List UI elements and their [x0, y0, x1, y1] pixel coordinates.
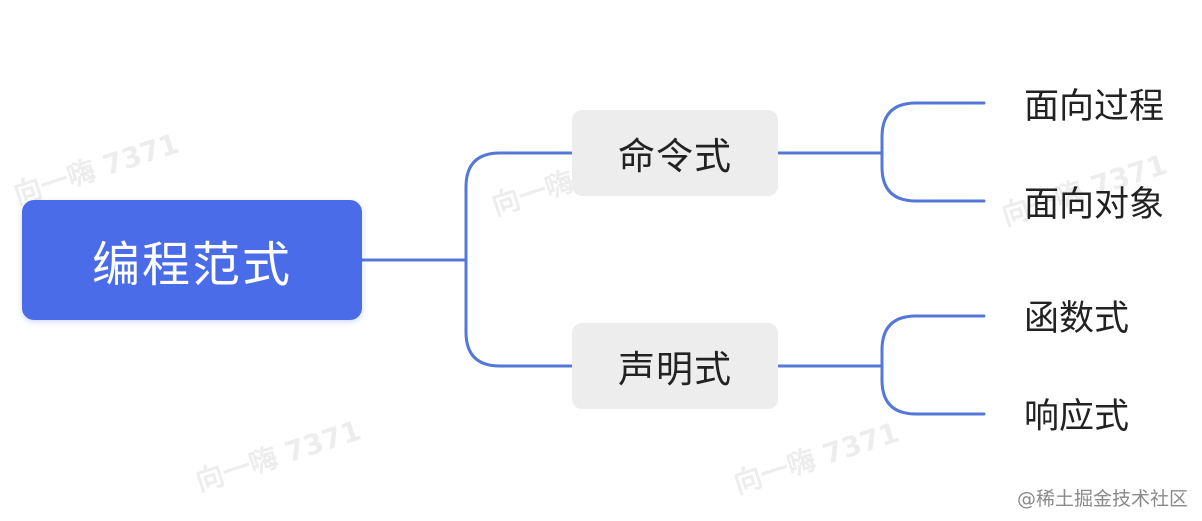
- leaf-node-procedural: 面向过程: [1024, 86, 1165, 127]
- leaf-node-functional: 函数式: [1024, 298, 1130, 339]
- leaf-node-reactive: 响应式: [1024, 396, 1130, 437]
- source-credit: @稀土掘金技术社区: [1016, 488, 1188, 510]
- leaf-node-object-oriented: 面向对象: [1024, 184, 1165, 225]
- connector-imperative-to-leaf-1: [880, 101, 986, 155]
- branch-node-imperative: 命令式: [572, 110, 778, 196]
- connector-root-to-branch-declarative: [464, 258, 574, 368]
- connector-imperative-to-leaf-2: [880, 151, 986, 203]
- connector-declarative-to-leaf-1: [880, 314, 986, 368]
- branch-node-declarative: 声明式: [572, 323, 778, 409]
- root-node: 编程范式: [22, 200, 362, 320]
- connector-root-to-branch-imperative: [464, 151, 574, 262]
- connector-declarative-to-leaf-2: [880, 364, 986, 416]
